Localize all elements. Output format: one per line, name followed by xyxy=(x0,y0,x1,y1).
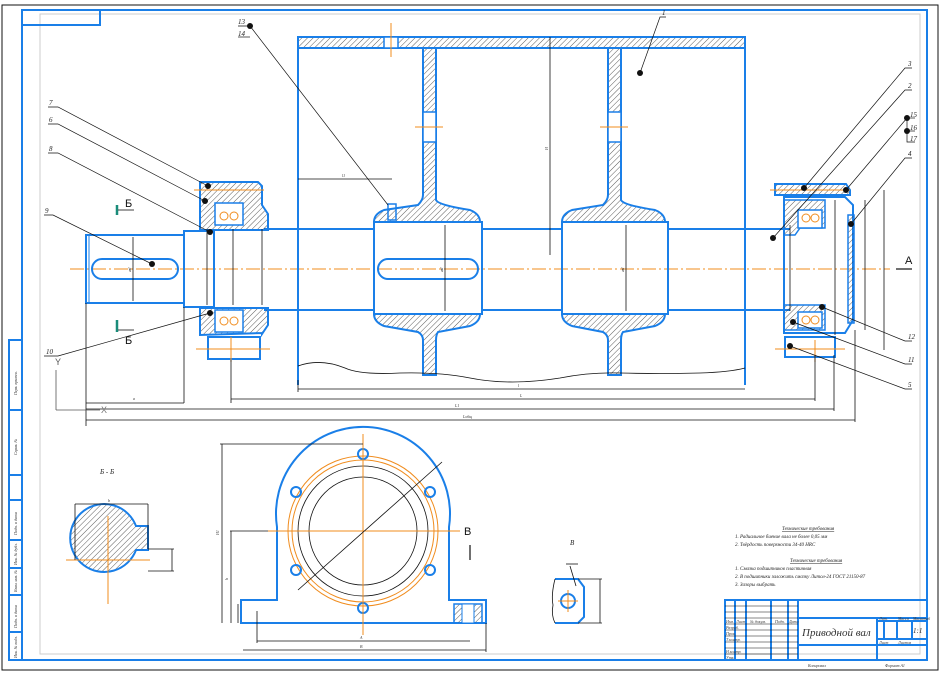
leader-dots xyxy=(149,23,910,349)
svg-text:Формат A1: Формат A1 xyxy=(885,663,905,668)
callout-number: 15 xyxy=(910,111,918,119)
svg-text:Подп.: Подп. xyxy=(774,619,785,624)
dim-label: ⌀d xyxy=(127,267,132,272)
svg-text:Б: Б xyxy=(125,198,132,210)
callout-number: 5 xyxy=(908,381,912,389)
view-v-title: В xyxy=(570,539,575,547)
strip-label: Подп. и дата xyxy=(13,512,18,536)
note-line: 1. Смазка подшипников пластичная xyxy=(735,567,812,572)
section-bb: Б - Б b xyxy=(66,468,174,604)
dim-label: ⌀d xyxy=(620,267,625,272)
note-line: 1. Радиальное биение вала не более 0,05 … xyxy=(735,535,828,540)
callout-number: 6 xyxy=(49,116,53,124)
left-strip xyxy=(8,339,23,661)
callout-number: 1 xyxy=(662,9,666,17)
dim-label: A xyxy=(359,635,363,640)
dim-label: l1 xyxy=(342,173,345,178)
callout-number: 17 xyxy=(910,135,918,143)
dim-label: h xyxy=(224,578,229,580)
svg-text:Листов: Листов xyxy=(897,640,911,645)
svg-text:Н.контр.: Н.контр. xyxy=(725,649,741,654)
svg-text:Копировал: Копировал xyxy=(807,663,826,668)
note-line: 3. Зазоры выбрать xyxy=(735,583,776,588)
callout-number: 12 xyxy=(908,333,916,341)
dim-label: B xyxy=(360,644,363,649)
callout-number: 3 xyxy=(907,60,912,68)
svg-text:№ докум.: № докум. xyxy=(749,619,766,624)
callout-number: 8 xyxy=(49,145,53,153)
axis-x-label: X xyxy=(101,405,107,415)
keyway-hub xyxy=(377,258,479,280)
section-mark-b-top: Б xyxy=(115,198,134,215)
ucs-axis-icon xyxy=(55,370,100,411)
callout-number: 16 xyxy=(910,124,918,132)
callout-number: 11 xyxy=(908,356,914,364)
svg-text:Б: Б xyxy=(125,335,132,347)
leader-numbers: 7 6 8 9 13 14 10 1 3 2 15 16 17 4 12 11 … xyxy=(45,9,918,389)
svg-text:Разраб.: Разраб. xyxy=(725,625,739,630)
strip-label: Перв. примен. xyxy=(13,371,18,396)
svg-text:Лист: Лист xyxy=(735,619,745,624)
note-line: 2. Твёрдость поверхности 34-40 HRC xyxy=(735,543,816,548)
dim-label: Lобщ xyxy=(462,414,472,419)
svg-text:Пров.: Пров. xyxy=(725,631,736,636)
svg-text:Т.контр.: Т.контр. xyxy=(726,637,741,642)
dim-label: H1 xyxy=(215,530,220,536)
notes-title: Технические требования xyxy=(782,527,835,532)
dim-label: L1 xyxy=(454,403,459,408)
note-line: 2. В подшипники заложить смазку Литол-24… xyxy=(735,575,866,580)
view-v: В xyxy=(551,539,602,624)
sheet-frame xyxy=(1,4,939,671)
dim-label: a xyxy=(133,396,135,401)
svg-text:Лит.: Лит. xyxy=(878,616,888,621)
strip-label: Инв. № подл. xyxy=(13,636,18,659)
callout-number: 2 xyxy=(908,82,912,90)
top-left-stamp xyxy=(21,9,101,26)
svg-text:Изм.: Изм. xyxy=(725,619,734,624)
notes-title: Технические требования xyxy=(790,559,843,564)
svg-text:Лист: Лист xyxy=(878,640,888,645)
callout-number: 4 xyxy=(908,150,912,158)
title-block-rows xyxy=(725,605,798,655)
svg-text:А: А xyxy=(905,255,913,267)
strip-label: Подп. и дата xyxy=(13,605,18,629)
strip-label: Взам. инв. № xyxy=(13,570,18,592)
scale-value: 1:1 xyxy=(913,627,922,635)
svg-text:Утв.: Утв. xyxy=(726,655,734,660)
section-mark-b-bottom: Б xyxy=(115,320,134,347)
strip-label: Справ. № xyxy=(13,439,18,455)
drawing-title: Приводной вал xyxy=(801,627,871,639)
title-block-text: Изм. Лист № докум. Подп. Дата Разраб. Пр… xyxy=(725,616,931,668)
callout-number: 10 xyxy=(46,348,54,356)
svg-text:Масштаб: Масштаб xyxy=(912,616,931,621)
main-view: a l L L1 Lобщ l1 H ⌀d ⌀d ⌀d Y X Б Б А xyxy=(55,23,913,426)
callout-number: 9 xyxy=(45,207,49,215)
housing-view: В H1 h A B xyxy=(215,425,487,652)
section-bb-title: Б - Б xyxy=(99,468,114,476)
callout-number: 13 xyxy=(238,18,246,26)
svg-text:Масса: Масса xyxy=(897,616,909,621)
dim-label: H xyxy=(544,146,549,151)
axis-y-label: Y xyxy=(55,357,61,367)
view-b-label: В xyxy=(464,526,471,538)
technical-notes: Технические требования 1. Радиальное бие… xyxy=(735,527,866,588)
callout-number: 14 xyxy=(238,30,246,38)
dim-label: l xyxy=(518,383,520,388)
dim-label: b xyxy=(108,498,110,503)
keyway-shaft-end xyxy=(91,258,179,280)
dim-label: L xyxy=(519,393,523,398)
callout-number: 7 xyxy=(49,99,53,107)
left-strip-labels: Перв. примен. Справ. № Подп. и дата Инв.… xyxy=(13,371,18,659)
dim-label: ⌀d xyxy=(439,267,444,272)
strip-label: Инв. № дубл. xyxy=(13,543,18,566)
bottom-dimension-lines xyxy=(85,303,856,426)
view-arrow-a: А xyxy=(896,255,913,270)
svg-text:Дата: Дата xyxy=(788,619,798,624)
